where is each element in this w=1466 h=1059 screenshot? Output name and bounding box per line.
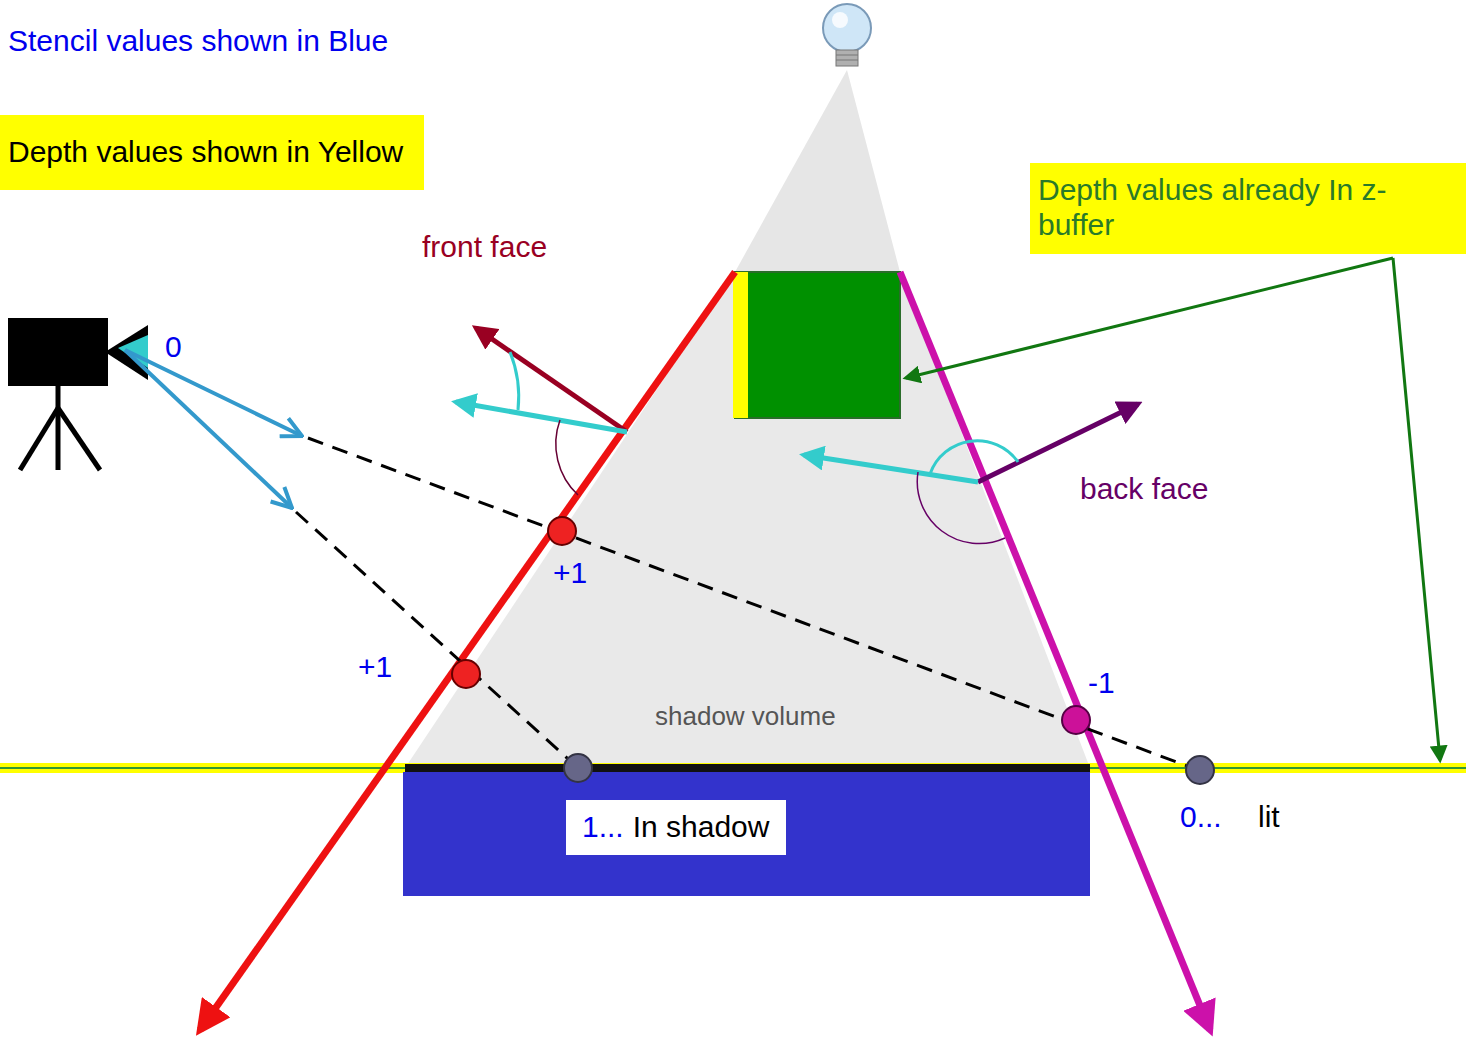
camera — [8, 318, 148, 470]
light-bulb — [836, 60, 858, 61]
ground-line — [0, 763, 1466, 896]
leader-lines — [906, 258, 1393, 378]
camera — [8, 318, 108, 386]
stencil-value: 0... — [1180, 800, 1222, 833]
shadow-volume-edges — [200, 272, 735, 1030]
shadow-state: In shadow — [633, 810, 770, 843]
shadow-volume-edges — [900, 272, 1210, 1030]
status-box: 1... In shadow — [566, 800, 786, 855]
note-box: Depth values shown in Yellow — [0, 115, 424, 190]
intersection-dots — [548, 517, 576, 545]
ground-line — [0, 763, 1466, 773]
state-label: lit — [1258, 800, 1280, 833]
occluder-box — [733, 272, 900, 418]
light-cone — [405, 272, 1090, 768]
camera — [20, 408, 58, 470]
stencil-value: 0 — [165, 330, 182, 363]
face-normals — [930, 441, 1018, 474]
face-normals — [917, 472, 1005, 544]
callout-note: Depth values already In z-buffer — [1038, 173, 1387, 241]
legend-note: Depth values shown in Yellow — [8, 135, 403, 168]
region-label: shadow volume — [655, 702, 836, 731]
face-normals — [556, 420, 578, 495]
shadow-volume-edges — [200, 272, 1210, 1030]
ground-line — [0, 767, 1466, 769]
light-cone — [735, 70, 900, 272]
face-normals — [456, 328, 1138, 544]
light-bulb — [836, 50, 858, 66]
camera-rays — [125, 350, 1198, 770]
camera — [56, 386, 61, 410]
camera — [58, 408, 100, 470]
occluder-box — [735, 272, 900, 418]
face-label: front face — [422, 230, 547, 263]
stencil-value: +1 — [358, 650, 392, 683]
light-cone — [405, 70, 1090, 768]
camera — [56, 408, 61, 470]
ground-line — [405, 764, 1090, 772]
camera-rays — [308, 438, 1198, 770]
face-normals — [456, 402, 627, 432]
light-bulb — [836, 55, 858, 56]
face-label: back face — [1080, 472, 1208, 505]
camera — [118, 335, 148, 368]
stencil-value: +1 — [553, 556, 587, 589]
camera-rays — [125, 350, 302, 436]
leader-lines — [906, 258, 1440, 760]
occluder-box — [733, 272, 748, 418]
intersection-dots — [452, 517, 1214, 784]
stencil-note: Stencil values shown in Blue — [8, 24, 388, 57]
camera-rays — [296, 512, 578, 768]
face-normals — [804, 455, 978, 482]
stencil-value: -1 — [1088, 666, 1115, 699]
intersection-dots — [452, 660, 480, 688]
light-bulb — [832, 12, 848, 28]
ground-line — [403, 772, 1090, 896]
camera-rays — [125, 350, 292, 508]
intersection-dots — [1186, 756, 1214, 784]
stencil-value: 1... — [582, 810, 624, 843]
leader-lines — [1393, 258, 1440, 760]
face-normals — [510, 352, 519, 410]
intersection-dots — [1062, 706, 1090, 734]
light-bulb — [823, 4, 871, 66]
intersection-dots — [564, 754, 592, 782]
face-normals — [978, 404, 1138, 482]
light-bulb — [823, 4, 871, 52]
note-box: Depth values already In z-buffer — [1030, 163, 1466, 254]
